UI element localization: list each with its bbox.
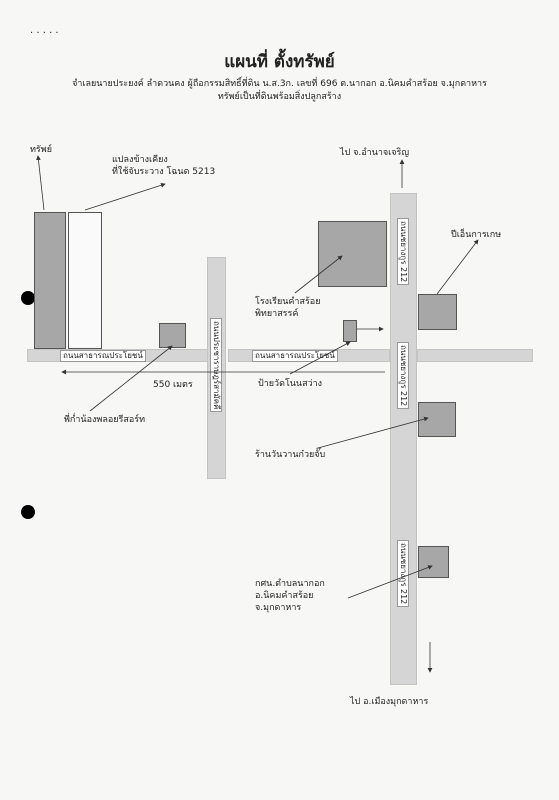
temple-sign-label: ป้ายวัดโนนสว่าง <box>258 379 323 389</box>
map-subtitle-2: ทรัพย์เป็นที่ดินพร้อมสิ่งปลูกสร้าง <box>217 92 342 102</box>
neighbor-plot-arrow <box>84 182 166 211</box>
temple-sign-leader <box>289 341 351 375</box>
nfe-label: กศน.ตำบลนากอก อ.นิคมคำสร้อย จ.มุกดาหาร <box>255 579 325 613</box>
noodle-shop-label: ร้านวันวานก๋วยจั๊บ <box>255 450 326 460</box>
highway-label-mid: ถนนชยางกูร 212 <box>397 342 409 410</box>
noodle-shop-building <box>418 402 456 437</box>
map-title: แผนที่ ตั้งทรัพย์ <box>224 52 335 72</box>
nfe-building <box>418 546 449 578</box>
ptt-label: ปีเอ็นการเกษ <box>451 230 502 240</box>
resort-building <box>159 323 186 348</box>
side-road-label: ถนนประชาราษฎร์สามัคคี <box>210 318 222 413</box>
school-label: โรงเรียนคำสร้อย พิทยาสรรค์ <box>255 297 321 319</box>
resort-arrow <box>89 345 173 412</box>
temple-sign <box>343 320 357 342</box>
map-subtitle-1: จำเลยนายประยงค์ ลำดวนคง ผู้ถือกรรมสิทธิ์… <box>72 79 487 89</box>
property-plot <box>34 212 66 349</box>
school-arrow <box>294 255 343 294</box>
property-arrow <box>36 155 45 211</box>
ptt-building <box>418 294 457 330</box>
public-road-left-label: ถนนสาธารณประโยชน์ <box>60 350 146 362</box>
highway-label-bottom: ถนนชยางกูร 212 <box>397 540 409 608</box>
neighbor-plot <box>68 212 102 349</box>
school-building <box>318 221 387 287</box>
neighbor-plot-label: แปลงข้างเคียง ที่ใช้จับระวาง โฉนด 5213 <box>112 155 216 177</box>
binder-hole-bottom <box>21 505 35 519</box>
highway-label-top: ถนนชยางกูร 212 <box>397 218 409 286</box>
resort-label: พี่ก่ำน้องพลอยรีสอร์ท <box>64 415 146 425</box>
header-marks: · · · · · <box>30 28 59 39</box>
property-label: ทรัพย์ <box>30 145 52 155</box>
nfe-arrow <box>347 565 433 599</box>
to-amnat-label: ไป จ.อำนาจเจริญ <box>340 148 410 158</box>
to-mukdahan-label: ไป อ.เมืองมุกดาหาร <box>350 697 429 707</box>
distance-label: 550 เมตร <box>153 380 193 390</box>
public-road-right <box>417 349 533 362</box>
public-road-right-label: ถนนสาธารณประโยชน์ <box>252 350 338 362</box>
noodle-shop-arrow <box>317 416 429 449</box>
binder-hole-top <box>21 291 35 305</box>
ptt-arrow <box>436 239 479 295</box>
